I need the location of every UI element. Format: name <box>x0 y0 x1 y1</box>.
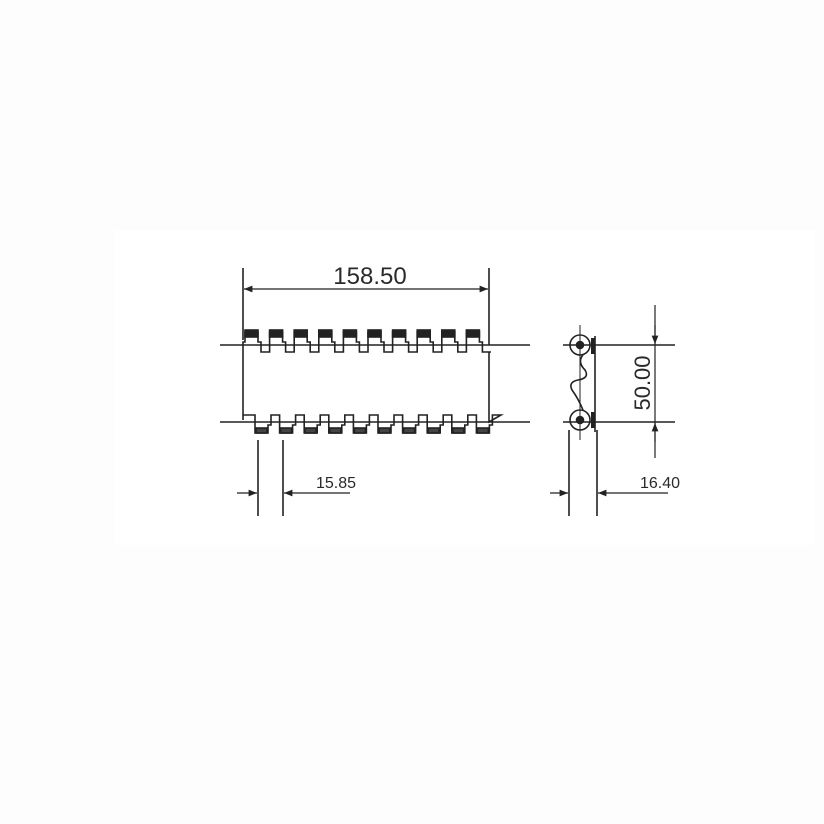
bottom-tooth <box>451 427 465 434</box>
bottom-tooth <box>353 427 367 434</box>
pitch-dimension-label: 15.85 <box>316 475 356 492</box>
drawing-sheet <box>115 230 815 545</box>
bottom-tooth <box>378 427 391 434</box>
bottom-tooth <box>304 427 318 434</box>
top-teeth <box>244 329 481 338</box>
top-tooth <box>293 329 309 338</box>
top-tooth <box>391 329 407 338</box>
plate-mark <box>591 338 595 354</box>
length-dimension-label: 158.50 <box>333 263 406 290</box>
front-view <box>220 268 530 516</box>
bottom-tooth <box>255 427 268 434</box>
top-tooth <box>440 329 456 338</box>
side-view <box>550 305 675 516</box>
side-profile-curve <box>570 354 588 411</box>
top-tooth <box>465 329 481 338</box>
top-tooth <box>342 329 358 338</box>
top-tooth <box>268 329 284 338</box>
bottom-teeth <box>255 427 490 434</box>
bottom-tooth <box>427 427 441 434</box>
top-tooth <box>317 329 333 338</box>
bottom-tooth <box>476 427 490 434</box>
bottom-tooth <box>402 427 416 434</box>
top-tooth <box>244 329 259 338</box>
bottom-tooth <box>279 427 293 434</box>
top-tooth <box>367 329 382 338</box>
height-dimension-label: 50.00 <box>630 355 655 410</box>
bottom-tooth <box>328 427 342 434</box>
thickness-dimension-label: 16.40 <box>640 475 680 492</box>
top-tooth <box>416 329 432 338</box>
plate-mark <box>591 412 595 428</box>
